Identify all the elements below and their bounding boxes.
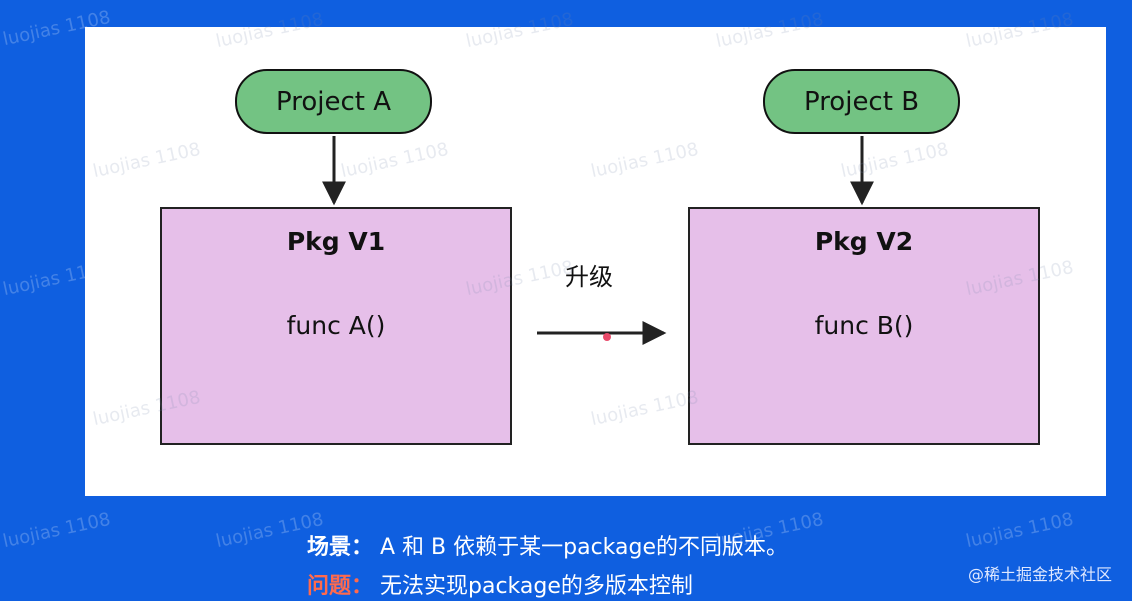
pkg-v1-func: func A() bbox=[286, 311, 386, 340]
project-b-label: Project B bbox=[803, 86, 920, 117]
problem-tag: 问题： bbox=[307, 574, 374, 599]
scene-text: A 和 B 依赖于某一package的不同版本。 bbox=[380, 535, 789, 560]
upgrade-label: 升级 bbox=[565, 263, 613, 291]
pkg-v2-title: Pkg V2 bbox=[814, 227, 914, 256]
problem-caption: 问题： 无法实现package的多版本控制 bbox=[307, 568, 693, 600]
pkg-v2-func: func B() bbox=[814, 311, 914, 340]
pkg-v1-box: Pkg V1 func A() bbox=[160, 207, 512, 445]
project-b-node: Project B bbox=[763, 69, 960, 134]
pkg-v2-box: Pkg V2 func B() bbox=[688, 207, 1040, 445]
watermark: luojias 1108 bbox=[1, 508, 113, 553]
problem-text: 无法实现package的多版本控制 bbox=[380, 574, 693, 599]
pkg-v1-title: Pkg V1 bbox=[286, 227, 386, 256]
scene-caption: 场景： A 和 B 依赖于某一package的不同版本。 bbox=[307, 529, 788, 561]
brand-watermark: @稀土掘金技术社区 bbox=[967, 565, 1112, 584]
scene-tag: 场景： bbox=[307, 535, 374, 560]
project-a-node: Project A bbox=[235, 69, 432, 134]
project-a-label: Project A bbox=[275, 86, 391, 117]
watermark: luojias 1108 bbox=[964, 508, 1076, 553]
